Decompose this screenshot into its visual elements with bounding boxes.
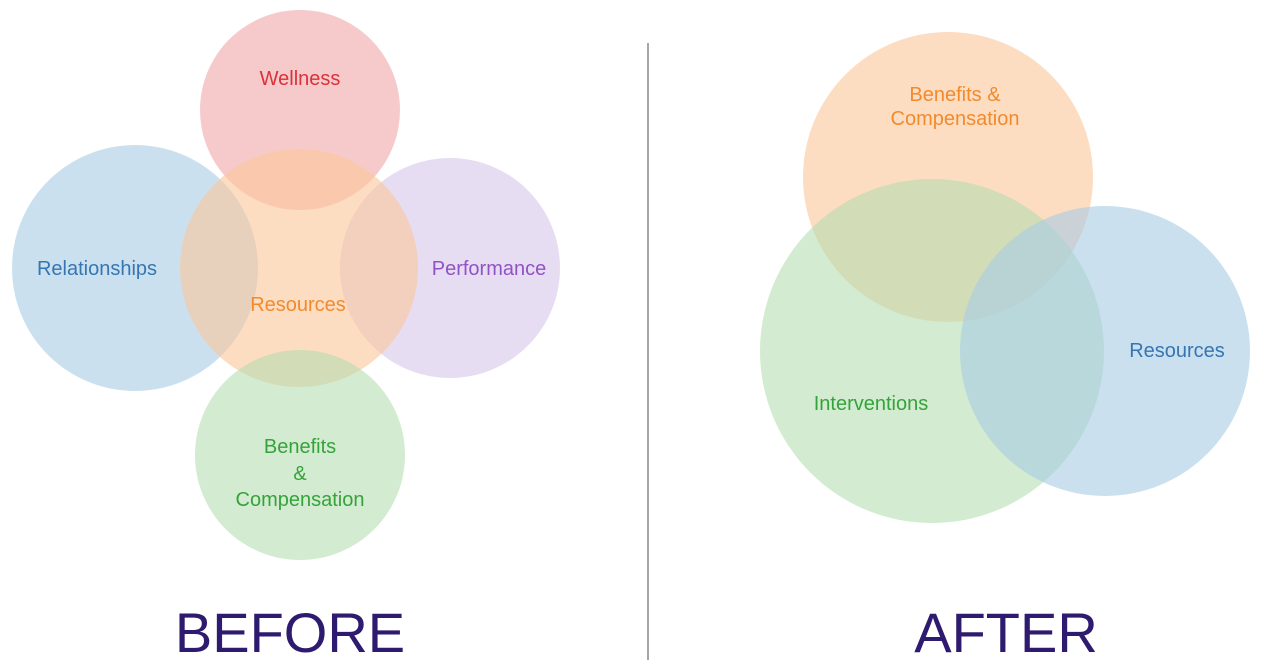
before-caption: BEFORE xyxy=(175,601,405,664)
after-circle-resources xyxy=(960,206,1250,496)
after-label-resources: Resources xyxy=(1129,340,1225,362)
before-circle-relationships xyxy=(12,145,258,391)
before-label-resources: Resources xyxy=(250,294,346,316)
after-label-interventions: Interventions xyxy=(814,393,929,415)
after-diagram: Benefits & Compensation Interventions Re… xyxy=(760,32,1250,664)
before-label-benefits-line-1: Benefits xyxy=(264,436,336,458)
after-label-benefits-line-1: Benefits & xyxy=(909,84,1001,106)
after-label-benefits-line-2: Compensation xyxy=(891,108,1020,130)
before-label-benefits-line-3: Compensation xyxy=(236,489,365,511)
before-circle-benefits xyxy=(195,350,405,560)
before-label-wellness: Wellness xyxy=(260,68,341,90)
before-label-performance: Performance xyxy=(432,258,547,280)
before-label-benefits-line-2: & xyxy=(293,463,307,485)
before-label-relationships: Relationships xyxy=(37,258,157,280)
after-caption: AFTER xyxy=(914,601,1098,664)
before-diagram: Wellness Relationships Performance Resou… xyxy=(12,10,560,664)
before-circle-resources xyxy=(180,149,418,387)
